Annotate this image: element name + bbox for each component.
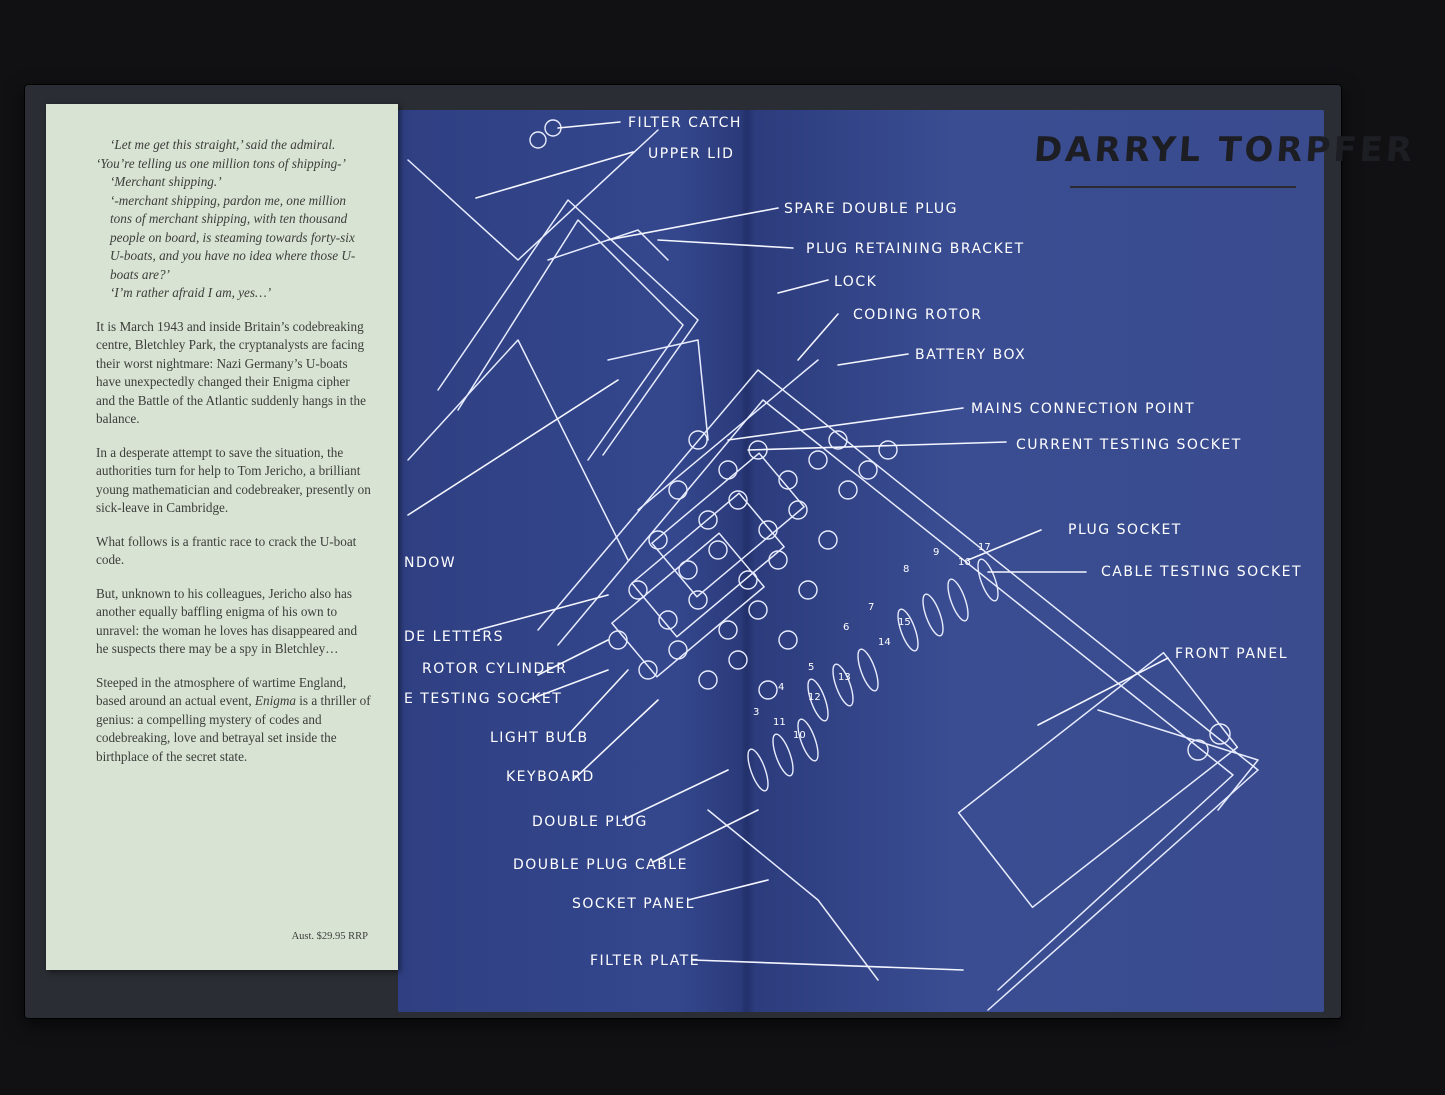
plug-number: 8 [903, 564, 909, 575]
blurb-paragraph: It is March 1943 and inside Britain’s co… [96, 318, 366, 427]
label-front-panel: Front panel [1175, 646, 1288, 662]
label-rotor-cylinder: Rotor cylinder [422, 661, 567, 677]
opening-quote: ‘Let me get this straight,’ said the adm… [96, 136, 371, 303]
blurb-paragraph-last: Steeped in the atmosphere of wartime Eng… [96, 674, 371, 767]
signature-underline [1070, 186, 1296, 188]
plug-number: 3 [753, 707, 759, 718]
quote-line: ‘Let me get this straight,’ said the adm… [110, 137, 336, 152]
label-filter-plate: Filter plate [590, 953, 700, 969]
blurb-text: Steeped in the atmosphere of wartime Eng… [96, 674, 347, 709]
plug-number: 4 [778, 682, 784, 693]
label-light-bulb: Light bulb [490, 730, 589, 746]
plug-number: 13 [838, 672, 851, 683]
enigma-machine-drawing [407, 119, 1259, 1011]
label-battery-box: Battery box [915, 347, 1026, 363]
price-label: Aust. $29.95 RRP [291, 930, 368, 942]
label-spare-double-plug: Spare double plug [784, 201, 958, 217]
plug-number: 5 [808, 662, 814, 673]
enigma-diagram: 8 9 16 17 6 7 14 15 5 13 4 12 3 11 10 [404, 115, 1302, 1011]
plug-number: 16 [958, 557, 971, 568]
label-current-testing-socket: Current testing socket [1016, 437, 1242, 453]
label-filter-catch: Filter catch [628, 115, 742, 131]
label-lock: Lock [834, 274, 877, 290]
label-double-plug-cable: Double plug cable [513, 857, 688, 873]
quote-line: ‘-merchant shipping, pardon me, one mill… [110, 192, 356, 282]
plug-number: 10 [793, 730, 806, 741]
label-upper-lid: Upper lid [648, 146, 734, 162]
label-cable-testing-socket: Cable testing socket [1101, 564, 1302, 580]
plug-number: 11 [773, 717, 786, 728]
blurb: ‘Let me get this straight,’ said the adm… [96, 136, 371, 781]
blurb-paragraph: What follows is a frantic race to crack … [96, 533, 357, 568]
plug-number: 7 [868, 602, 874, 613]
plug-number: 14 [878, 637, 891, 648]
label-double-plug: Double plug [532, 814, 648, 830]
label-plug-socket: Plug socket [1068, 522, 1182, 538]
plug-number: 12 [808, 692, 821, 703]
dust-jacket-flap: ‘Let me get this straight,’ said the adm… [46, 104, 398, 970]
label-plug-retaining-bracket: Plug retaining bracket [806, 241, 1025, 257]
quote-line: ‘You’re telling us one million tons of s… [96, 155, 346, 171]
diagram-labels: Filter catch Upper lid Spare double plug… [404, 115, 1302, 969]
keyboard-keys [608, 430, 898, 700]
quote-line: ‘Merchant shipping.’ [110, 174, 222, 189]
label-testing-socket: e testing socket [404, 691, 562, 707]
label-socket-panel: Socket panel [572, 896, 695, 912]
leader-lines [407, 121, 1169, 971]
blurb-paragraph: But, unknown to his colleagues, Jericho … [96, 585, 358, 657]
blurb-text: is a thriller of genius: a compelling my… [96, 693, 371, 764]
owner-signature: DARRYL TORPFER [1032, 130, 1417, 170]
quote-line: ‘I’m rather afraid I am, yes…’ [110, 285, 272, 300]
plugboard-sockets: 8 9 16 17 6 7 14 15 5 13 4 12 3 11 10 [747, 542, 999, 792]
blueprint-endpaper: 8 9 16 17 6 7 14 15 5 13 4 12 3 11 10 [398, 110, 1324, 1012]
label-window: ndow [404, 555, 456, 571]
plug-number: 15 [898, 617, 911, 628]
plug-number: 9 [933, 547, 939, 558]
label-mains-connection-point: Mains connection point [971, 401, 1195, 417]
plug-number: 6 [843, 622, 849, 633]
label-coding-rotor: Coding rotor [853, 307, 983, 323]
label-keyboard: Keyboard [506, 769, 595, 785]
plug-number: 17 [978, 542, 991, 553]
label-code-letters: de letters [404, 629, 504, 645]
blurb-paragraph: In a desperate attempt to save the situa… [96, 444, 371, 516]
book-title: Enigma [254, 693, 296, 708]
